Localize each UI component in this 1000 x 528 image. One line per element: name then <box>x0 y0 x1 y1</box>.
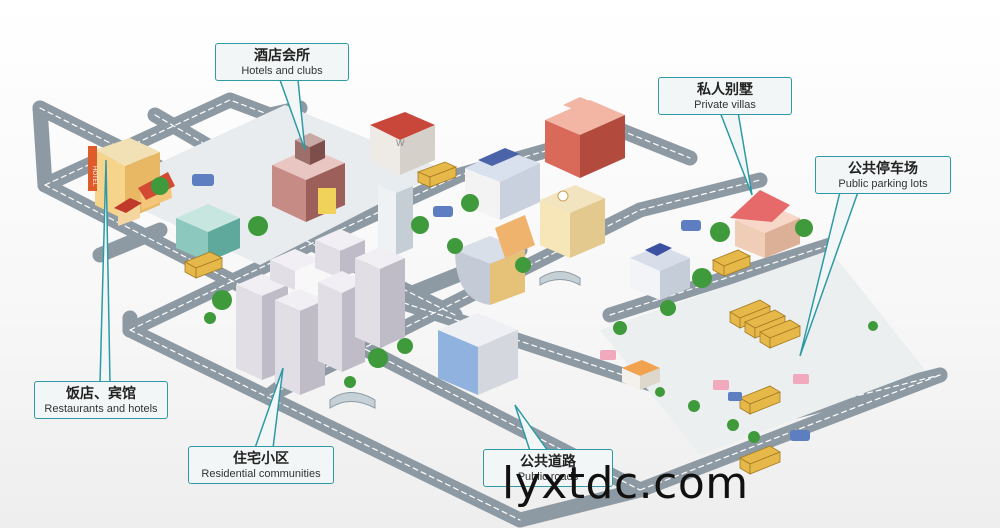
hotel-sign: HOTEL <box>91 166 97 187</box>
svg-text:W: W <box>396 138 405 148</box>
glass-tower <box>378 178 413 255</box>
blue-roof-office <box>630 243 690 300</box>
round-office <box>455 215 535 305</box>
club-building <box>272 133 345 222</box>
callout-residential: 住宅小区 Residential communities <box>188 446 334 484</box>
callout-public-roads: 公共道路 Public roads <box>483 449 613 487</box>
clock-building <box>540 185 605 258</box>
private-villas-cn: 私人别墅 <box>697 81 753 97</box>
callout-hotels-clubs: 酒店会所 Hotels and clubs <box>215 43 349 81</box>
public-roads-cn: 公共道路 <box>520 453 576 469</box>
buses <box>184 161 801 475</box>
cars <box>192 174 810 441</box>
public-roads-en: Public roads <box>517 471 579 483</box>
private-villa <box>730 190 800 258</box>
watermark-text: lyxtdc.com <box>502 458 749 509</box>
residential-towers <box>236 229 405 395</box>
bridges <box>329 271 581 409</box>
restaurants-cn: 饭店、宾馆 <box>66 385 136 401</box>
apartment-cluster <box>465 148 540 220</box>
trees <box>151 177 878 443</box>
hotels-clubs-cn: 酒店会所 <box>254 47 310 63</box>
parking-en: Public parking lots <box>838 178 928 190</box>
restaurants-en: Restaurants and hotels <box>44 403 158 415</box>
callout-private-villas: 私人别墅 Private villas <box>658 77 792 115</box>
parking-kiosk <box>622 360 660 390</box>
private-villas-en: Private villas <box>694 99 756 111</box>
callout-restaurants: 饭店、宾馆 Restaurants and hotels <box>34 381 168 419</box>
callout-leaders <box>99 79 860 452</box>
callout-parking: 公共停车场 Public parking lots <box>815 156 951 194</box>
blue-office-block <box>438 313 518 395</box>
red-brick-building <box>545 97 625 178</box>
green-building <box>176 204 240 262</box>
residential-cn: 住宅小区 <box>233 450 289 466</box>
residential-en: Residential communities <box>201 468 321 480</box>
white-hall: W <box>370 112 435 175</box>
parking-cn: 公共停车场 <box>848 160 918 176</box>
hotels-clubs-en: Hotels and clubs <box>241 65 323 77</box>
